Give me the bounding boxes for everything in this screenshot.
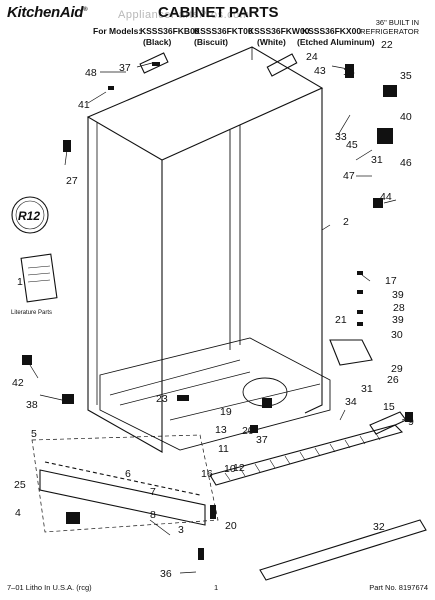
spec-line: 36" BUILT IN [375,18,419,27]
footer-litho: 7–01 Litho In U.S.A. (rcg) [7,583,92,592]
cabinet-back-edge [96,47,253,405]
callout-label: 24 [306,51,318,63]
model-variant: (Black) [143,37,172,47]
cabinet-inner-divider [161,125,241,452]
model-variant: (Biscuit) [194,37,228,47]
base-channel [39,469,206,526]
callout-label: 31 [361,383,373,395]
callout-label: 48 [85,67,97,79]
callout-label: 33 [335,131,347,143]
top-cap [139,52,169,74]
spec-line: REFRIGERATOR [360,27,419,36]
base-channel-front [44,461,201,496]
callout-label: 47 [343,170,355,182]
callout-label: 26 [387,374,399,386]
toe-grille [259,519,427,581]
callout-label: 37 [256,434,268,446]
callout-label: 9 [408,416,414,428]
page-title: CABINET PARTS [158,4,279,21]
deflector-grille [224,431,381,481]
callout-label: 12 [233,462,245,474]
callout-label: 3 [178,524,184,536]
literature-label: Literature Parts [11,310,53,316]
callout-label: 15 [383,401,395,413]
hinge-bracket [329,339,373,366]
callout-label: 45 [346,139,358,151]
brand-logo: KitchenAid® [7,4,88,21]
callout-label: 36 [160,568,172,580]
callout-label: 7 [150,486,156,498]
cabinet-right-side [304,88,323,414]
callout-label: 23 [156,393,168,405]
models-prefix: For Models: [93,26,142,36]
base-frame [99,337,331,451]
callout-label: 10 [224,463,236,475]
callout-label: 35 [400,70,412,82]
callout-label: 2 [343,216,349,228]
model-number: KSSS36FKB00 [140,26,200,36]
callout-label: 5 [31,428,37,440]
callout-label: 39 [392,289,404,301]
callout-label: 13 [215,424,227,436]
callout-label: 40 [400,111,412,123]
model-variant: (Etched Aluminum) [297,37,375,47]
callout-label: 4 [15,507,21,519]
callout-label: 17 [385,275,397,287]
callout-label: 19 [220,406,232,418]
callout-label: 18 [343,66,355,78]
callout-label: 32 [373,521,385,533]
callout-label: 46 [400,157,412,169]
callout-label: 39 [392,314,404,326]
page-number: 1 [214,583,219,592]
callout-label: 31 [371,154,383,166]
callout-label: 42 [12,377,24,389]
callout-label: 37 [119,62,131,74]
model-number: KSSS36FKX00 [302,26,362,36]
model-variant: (White) [257,37,286,47]
part-number: Part No. 8197674 [369,583,428,592]
callout-label: 22 [381,39,393,51]
small-parts [22,62,413,560]
model-number: KSSS36FKT00 [194,26,253,36]
cabinet-left-side [87,117,163,453]
deflector [209,424,404,486]
callout-label: 29 [391,363,403,375]
watermark: AppliancePartsPros.com [118,9,250,21]
leader-lines [29,62,411,574]
callout-label: 28 [393,302,405,314]
callout-label: 11 [218,443,229,455]
callout-label: 16 [201,468,213,480]
callout-label: 41 [78,99,90,111]
r12-stamp [11,196,49,234]
callout-label: 44 [380,191,392,203]
callout-label: 38 [26,399,38,411]
callout-label: 1 [17,276,23,288]
top-bracket [266,53,298,77]
explode-box [31,434,219,533]
callout-label: 8 [150,509,156,521]
base-rails [109,359,321,421]
callout-label: 27 [66,175,78,187]
callout-label: 43 [314,65,326,77]
callout-label: 6 [125,468,131,480]
callout-label: 30 [391,329,403,341]
callout-label: 25 [14,479,26,491]
callout-label: 20 [225,520,237,532]
callout-label: 21 [335,314,347,326]
literature-booklet [20,253,58,303]
callout-label: 34 [345,396,357,408]
callout-labels: 1 2 3 4 5 6 7 8 9 10 11 12 13 15 16 17 1… [12,39,414,580]
model-number: KSSS36FKW00 [248,26,310,36]
callout-label: 20 [242,425,254,437]
r12-stamp-text: R12 [18,209,40,223]
